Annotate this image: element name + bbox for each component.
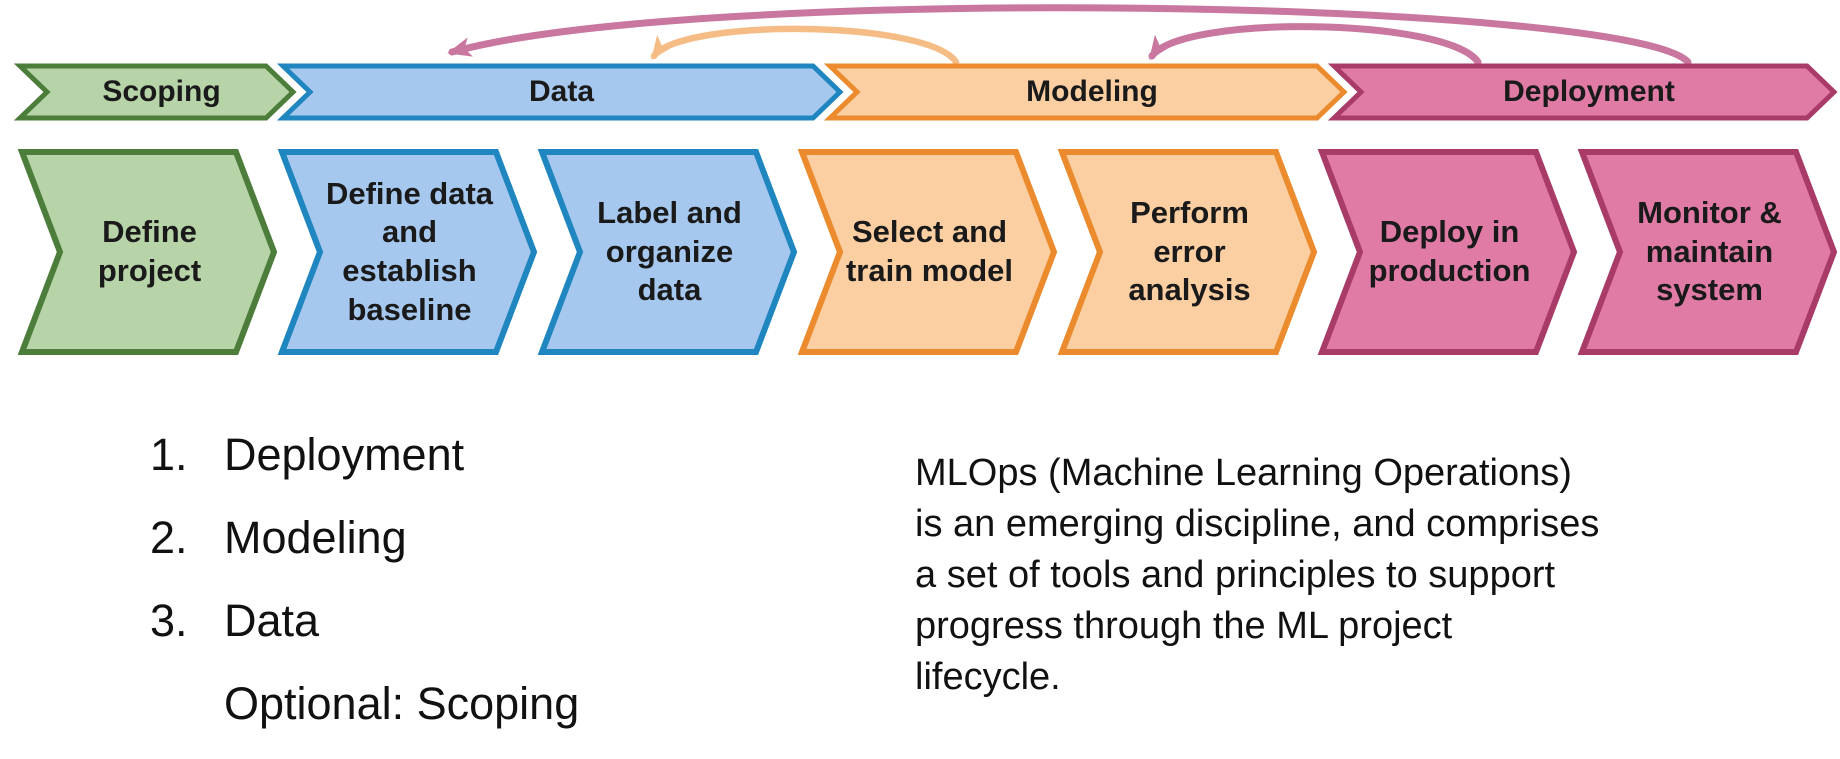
phase-chevron-scoping xyxy=(13,63,297,121)
list-item-number: 3. xyxy=(150,595,188,646)
arrow-deployment-to-modeling xyxy=(1148,23,1482,66)
list-item-number: 2. xyxy=(150,512,188,563)
mlops-description: MLOps (Machine Learning Operations) is a… xyxy=(915,452,1600,698)
list-item-optional: Optional: Scoping xyxy=(150,681,579,726)
list-item-label: Deployment xyxy=(224,429,465,480)
step-chevron-deploy-production xyxy=(1317,149,1578,355)
list-item-number: 1. xyxy=(150,429,188,480)
list-item: 2. Modeling xyxy=(150,515,579,560)
phase-chevron-deployment xyxy=(1327,63,1838,121)
list-item-label: Optional: Scoping xyxy=(224,678,580,729)
list-item: 1. Deployment xyxy=(150,432,579,477)
phase-chevron-data xyxy=(276,63,844,121)
step-chevron-define-project xyxy=(17,149,278,355)
step-chevron-error-analysis xyxy=(1057,149,1318,355)
ranking-list: 1. Deployment 2. Modeling 3. Data Option… xyxy=(150,432,579,759)
list-item-number xyxy=(150,681,206,726)
step-chevron-label-organize xyxy=(537,149,798,355)
step-chevron-define-data xyxy=(277,149,538,355)
lifecycle-diagram xyxy=(13,4,1838,355)
list-item-label: Data xyxy=(224,595,320,646)
list-item-label: Modeling xyxy=(224,512,407,563)
arrow-modeling-to-data xyxy=(650,25,960,66)
step-chevron-monitor-maintain xyxy=(1577,149,1838,355)
arrow-deployment-to-data xyxy=(447,4,1692,66)
list-item: 3. Data xyxy=(150,598,579,643)
phase-chevron-modeling xyxy=(823,63,1348,121)
step-chevron-select-train xyxy=(797,149,1058,355)
